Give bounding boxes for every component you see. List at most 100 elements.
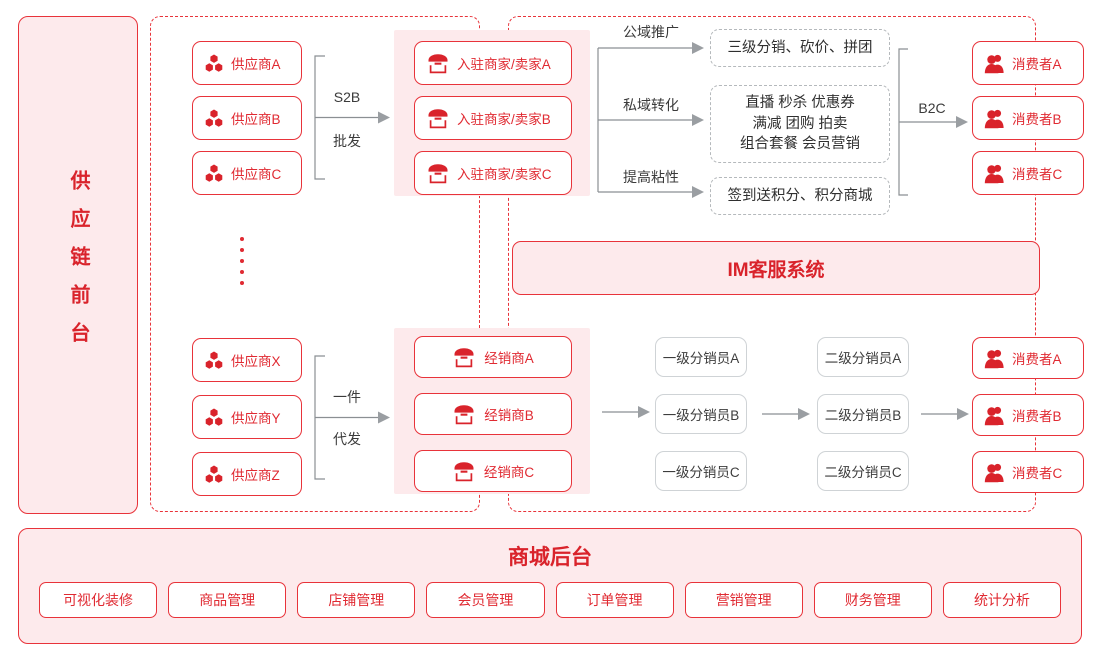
backstage-btn-marketing-management[interactable]: 营销管理	[684, 582, 803, 618]
user-icon	[984, 405, 1005, 426]
node-level1-distributor-b[interactable]: 一级分销员B	[655, 394, 747, 434]
dropship-label-line1: 一件	[333, 389, 361, 405]
channel-fanout-connector	[596, 42, 706, 198]
node-level2-distributor-c[interactable]: 二级分销员C	[817, 451, 909, 491]
supply-side-region	[150, 16, 480, 512]
backstage-btn-statistics-analysis[interactable]: 统计分析	[942, 582, 1061, 618]
channel-label-public: 公域推广	[623, 24, 679, 40]
node-seller-b[interactable]: 入驻商家/卖家B	[414, 96, 572, 140]
s2b-label-line1: S2B	[333, 89, 361, 105]
node-label: 经销商C	[483, 465, 535, 480]
hexagons-icon	[204, 465, 224, 484]
arrow-level2-to-consumer	[921, 407, 969, 421]
node-seller-c[interactable]: 入驻商家/卖家C	[414, 151, 572, 195]
node-level1-distributor-a[interactable]: 一级分销员A	[655, 337, 747, 377]
backstage-btn-member-management[interactable]: 会员管理	[426, 582, 545, 618]
feature-box-marketing: 直播 秒杀 优惠券 满减 团购 拍卖 组合套餐 会员营销	[710, 85, 890, 163]
feature-box-points: 签到送积分、积分商城	[710, 177, 890, 215]
node-label: 一级分销员A	[662, 351, 740, 366]
node-supplier-a[interactable]: 供应商A	[192, 41, 302, 85]
node-supplier-b[interactable]: 供应商B	[192, 96, 302, 140]
node-dealer-a[interactable]: 经销商A	[414, 336, 572, 378]
node-consumer-c-top[interactable]: 消费者C	[972, 151, 1084, 195]
node-label: 一级分销员C	[662, 465, 740, 480]
b2c-connector	[896, 48, 968, 196]
node-supplier-z[interactable]: 供应商Z	[192, 452, 302, 496]
user-icon	[984, 462, 1005, 483]
node-label: 供应商X	[231, 354, 281, 369]
b2c-label: B2C	[918, 100, 946, 116]
node-label: 消费者A	[1012, 352, 1062, 367]
node-label: 二级分销员B	[824, 408, 902, 423]
user-icon	[984, 163, 1005, 184]
node-label: 经销商A	[484, 351, 534, 366]
node-consumer-c-bottom[interactable]: 消费者C	[972, 451, 1084, 493]
supply-chain-frontend-banner: 供应链前台	[18, 16, 138, 514]
node-label: 消费者B	[1012, 409, 1062, 424]
node-level2-distributor-b[interactable]: 二级分销员B	[817, 394, 909, 434]
node-label: 二级分销员A	[824, 351, 902, 366]
side-banner-label: 供应链前台	[67, 170, 89, 360]
hexagons-icon	[204, 351, 224, 370]
node-consumer-b-top[interactable]: 消费者B	[972, 96, 1084, 140]
node-label: 消费者A	[1012, 57, 1062, 72]
node-label: 供应商Z	[231, 468, 280, 483]
node-label: 经销商B	[484, 408, 534, 423]
node-supplier-y[interactable]: 供应商Y	[192, 395, 302, 439]
node-label: 消费者C	[1012, 466, 1063, 481]
node-dealer-b[interactable]: 经销商B	[414, 393, 572, 435]
hexagons-icon	[204, 408, 224, 427]
channel-label-stickiness: 提高粘性	[623, 169, 679, 185]
node-label: 供应商B	[231, 112, 281, 127]
backstage-button-row: 可视化装修 商品管理 店铺管理 会员管理 订单管理 营销管理 财务管理 统计分析	[39, 582, 1061, 618]
user-icon	[984, 108, 1005, 129]
storefront-icon	[452, 404, 476, 425]
node-level1-distributor-c[interactable]: 一级分销员C	[655, 451, 747, 491]
node-label: 入驻商家/卖家B	[457, 112, 551, 127]
node-label: 供应商A	[231, 57, 281, 72]
storefront-icon	[452, 461, 476, 482]
node-seller-a[interactable]: 入驻商家/卖家A	[414, 41, 572, 85]
node-label: 一级分销员B	[662, 408, 740, 423]
node-label: 入驻商家/卖家A	[457, 57, 551, 72]
backstage-btn-visual-decoration[interactable]: 可视化装修	[39, 582, 158, 618]
node-supplier-x[interactable]: 供应商X	[192, 338, 302, 382]
node-consumer-a-bottom[interactable]: 消费者A	[972, 337, 1084, 379]
node-consumer-a-top[interactable]: 消费者A	[972, 41, 1084, 85]
node-label: 入驻商家/卖家C	[457, 167, 552, 182]
hexagons-icon	[204, 109, 224, 128]
arrow-dealer-to-level1	[602, 405, 650, 419]
node-label: 二级分销员C	[824, 465, 902, 480]
mall-backstage-panel: 商城后台 可视化装修 商品管理 店铺管理 会员管理 订单管理 营销管理 财务管理…	[18, 528, 1082, 644]
node-label: 供应商C	[231, 167, 282, 182]
backstage-btn-order-management[interactable]: 订单管理	[555, 582, 674, 618]
backstage-btn-store-management[interactable]: 店铺管理	[297, 582, 416, 618]
im-bar-label: IM客服系统	[727, 259, 825, 281]
storefront-icon	[426, 53, 450, 74]
hexagons-icon	[204, 54, 224, 73]
storefront-icon	[426, 163, 450, 184]
backstage-btn-finance-management[interactable]: 财务管理	[813, 582, 932, 618]
s2b-label-line2: 批发	[333, 133, 361, 149]
storefront-icon	[452, 347, 476, 368]
feature-box-distribution: 三级分销、砍价、拼团	[710, 29, 890, 67]
backstage-title: 商城后台	[508, 546, 592, 569]
hexagons-icon	[204, 164, 224, 183]
storefront-icon	[426, 108, 450, 129]
node-supplier-c[interactable]: 供应商C	[192, 151, 302, 195]
im-service-system-bar[interactable]: IM客服系统	[512, 241, 1040, 295]
channel-label-private: 私域转化	[623, 97, 679, 113]
user-icon	[984, 348, 1005, 369]
backstage-btn-product-management[interactable]: 商品管理	[168, 582, 287, 618]
node-consumer-b-bottom[interactable]: 消费者B	[972, 394, 1084, 436]
dropship-label-line2: 代发	[333, 431, 361, 447]
user-icon	[984, 53, 1005, 74]
node-label: 消费者B	[1012, 112, 1062, 127]
node-level2-distributor-a[interactable]: 二级分销员A	[817, 337, 909, 377]
node-label: 消费者C	[1012, 167, 1063, 182]
node-dealer-c[interactable]: 经销商C	[414, 450, 572, 492]
arrow-level1-to-level2	[762, 407, 810, 421]
s2b-connector	[312, 55, 390, 180]
dropship-connector	[312, 355, 390, 480]
